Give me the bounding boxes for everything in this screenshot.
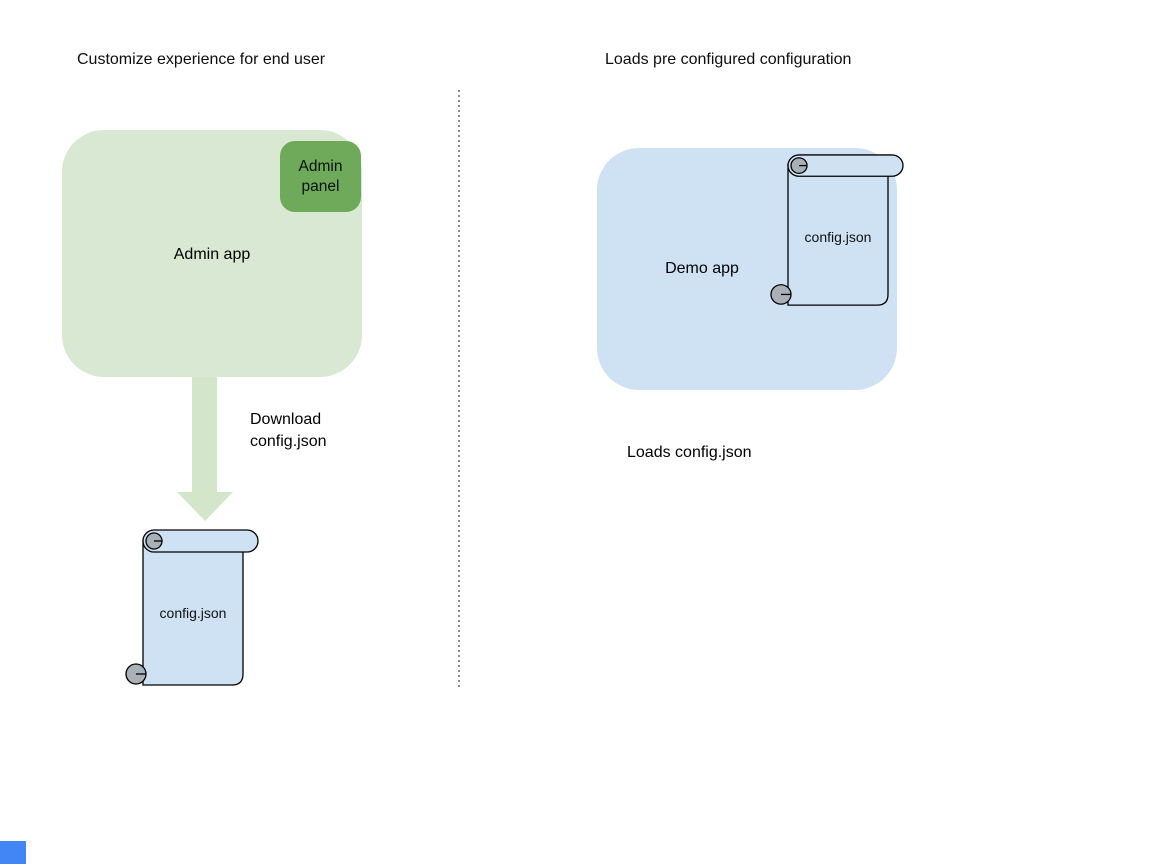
config-json-scroll-icon (125, 528, 260, 688)
admin-app-label: Admin app (173, 246, 251, 263)
config-json-scroll-icon (770, 153, 905, 308)
download-config-label: Download config.json (250, 411, 327, 450)
right-section-title: Loads pre configured configuration (605, 51, 852, 68)
section-divider-line (458, 90, 460, 687)
loads-config-caption: Loads config.json (627, 444, 752, 461)
config-json-label-left: config.json (159, 605, 227, 621)
left-section-title: Customize experience for end user (77, 51, 326, 68)
download-arrow-icon (170, 377, 240, 522)
demo-app-label: Demo app (665, 260, 739, 277)
corner-blue-square (0, 841, 26, 864)
admin-panel-badge: Admin panel (280, 141, 361, 212)
config-json-label-right: config.json (804, 229, 872, 245)
